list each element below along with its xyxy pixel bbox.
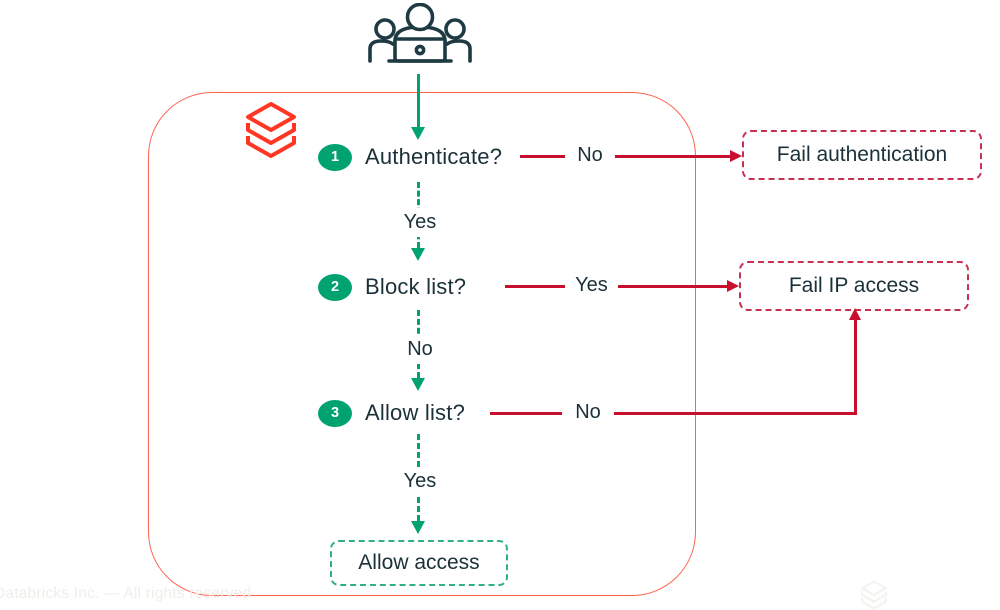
fail-ip-access-box: Fail IP access — [739, 261, 969, 311]
step-1-badge: 1 — [318, 143, 352, 171]
branch-label-no: No — [565, 144, 615, 166]
step-2-label: Block list? — [365, 274, 467, 299]
arrowhead-up-icon — [849, 308, 861, 320]
arrowhead-down-icon — [411, 521, 425, 534]
branch-label-no: No — [562, 401, 614, 423]
connector-blocklist-no: No — [404, 310, 436, 378]
copyright-note: Databricks Inc. — All rights reserved — [0, 585, 252, 602]
branch-authenticate-no: No — [520, 144, 742, 166]
databricks-watermark-icon — [861, 580, 887, 610]
databricks-logo-icon — [246, 102, 296, 158]
branch-blocklist-yes: Yes — [505, 274, 739, 296]
fail-authentication-box: Fail authentication — [742, 130, 982, 180]
connector-label-yes: Yes — [400, 208, 440, 237]
connector-label-no: No — [404, 335, 436, 364]
arrowhead-right-icon — [727, 280, 739, 292]
databricks-boundary-box — [148, 92, 696, 596]
arrowhead-down-icon — [411, 248, 425, 261]
connector-allowlist-yes: Yes — [400, 434, 440, 521]
connector-label-yes: Yes — [400, 467, 440, 496]
branch-allowlist-no-vertical — [854, 318, 857, 415]
fail-ip-access-label: Fail IP access — [788, 274, 920, 297]
arrowhead-down-icon — [411, 378, 425, 391]
arrow-users-to-authenticate — [417, 74, 420, 128]
step-3-label: Allow list? — [365, 400, 466, 425]
arrowhead-right-icon — [730, 150, 742, 162]
arrowhead-down-icon — [411, 127, 425, 140]
step-allow-list: 3 Allow list? — [318, 399, 465, 427]
branch-label-yes: Yes — [565, 274, 618, 296]
branch-allowlist-no: No — [490, 401, 858, 423]
step-2-badge: 2 — [318, 273, 352, 301]
step-authenticate: 1 Authenticate? — [318, 143, 502, 171]
step-block-list: 2 Block list? — [318, 273, 466, 301]
connector-authenticate-yes: Yes — [400, 182, 440, 248]
allow-access-label: Allow access — [358, 551, 480, 574]
step-1-label: Authenticate? — [365, 144, 503, 169]
users-group-laptop-icon — [368, 3, 472, 63]
allow-access-box: Allow access — [330, 540, 508, 586]
fail-authentication-label: Fail authentication — [776, 143, 948, 166]
step-3-badge: 3 — [318, 399, 352, 427]
